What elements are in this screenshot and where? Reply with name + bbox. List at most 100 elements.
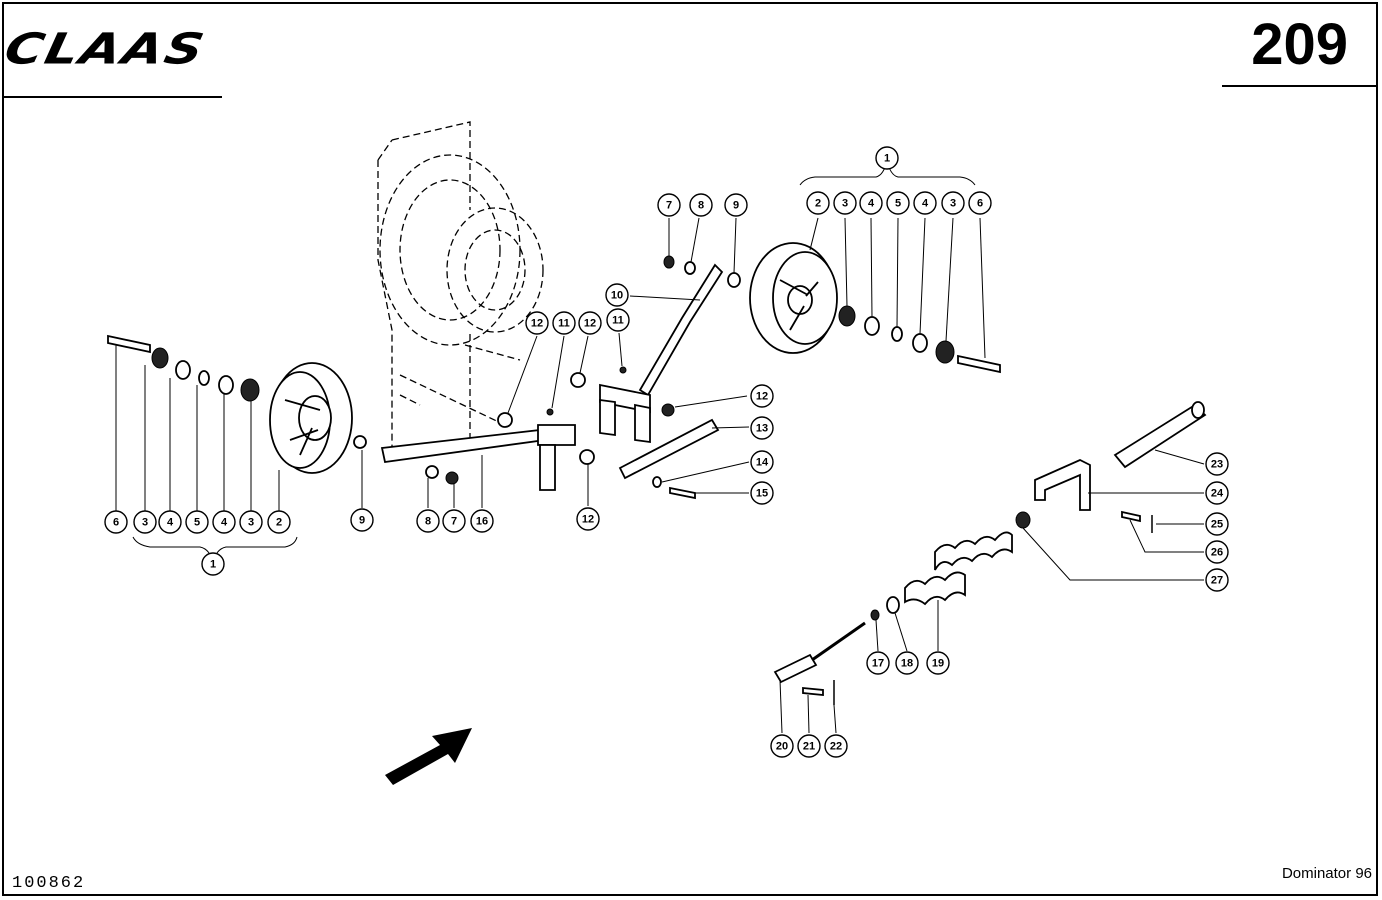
callout-top-7: 7 <box>657 193 681 217</box>
callout-circle <box>750 481 774 505</box>
callout-circle <box>968 191 992 215</box>
callout-circle <box>875 146 899 170</box>
callout-mid-7: 7 <box>442 509 466 533</box>
callout-circle <box>1205 512 1229 536</box>
callout-left-5: 5 <box>185 510 209 534</box>
callout-label: 21 <box>803 741 815 753</box>
callout-circle <box>750 416 774 440</box>
callout-label: 27 <box>1211 575 1223 587</box>
callout-top-9: 9 <box>724 193 748 217</box>
callout-right-4a: 4 <box>859 191 883 215</box>
callout-right-3a: 3 <box>833 191 857 215</box>
callout-label: 18 <box>901 658 913 670</box>
callout-circle <box>1205 481 1229 505</box>
callout-circle <box>657 193 681 217</box>
callout-spr-24: 24 <box>1205 481 1229 505</box>
callout-circle <box>750 384 774 408</box>
callout-label: 9 <box>733 200 739 212</box>
callout-label: 11 <box>558 318 570 330</box>
callout-circle <box>133 510 157 534</box>
callout-spr-20: 20 <box>770 734 794 758</box>
callout-right-6: 6 <box>968 191 992 215</box>
callout-circle <box>926 651 950 675</box>
top-fasteners <box>663 255 741 288</box>
callout-label: 10 <box>611 290 623 302</box>
callout-label: 12 <box>531 318 543 330</box>
callout-circle <box>185 510 209 534</box>
callout-label: 3 <box>248 517 254 529</box>
callout-circle <box>104 510 128 534</box>
callout-right-3b: 3 <box>941 191 965 215</box>
callout-circle <box>859 191 883 215</box>
callout-right-2: 2 <box>806 191 830 215</box>
callout-left-3a: 3 <box>133 510 157 534</box>
callout-label: 9 <box>359 515 365 527</box>
callout-label: 17 <box>872 658 884 670</box>
lever-arm <box>570 263 724 444</box>
callout-label: 15 <box>756 488 768 500</box>
callout-spr-18: 18 <box>895 651 919 675</box>
callout-circle <box>824 734 848 758</box>
callout-label: 14 <box>756 457 769 469</box>
callout-right-1: 1 <box>875 146 899 170</box>
callout-mid-13: 13 <box>750 416 774 440</box>
callout-mid-11-b: 11 <box>606 308 630 332</box>
callout-label: 6 <box>113 517 119 529</box>
callout-label: 26 <box>1211 547 1223 559</box>
callout-left-3b: 3 <box>239 510 263 534</box>
callout-label: 3 <box>950 198 956 210</box>
callout-label: 2 <box>276 517 282 529</box>
callout-label: 8 <box>698 200 704 212</box>
direction-arrow-icon <box>385 728 472 785</box>
leader-lines <box>115 159 1205 734</box>
callout-left-4a: 4 <box>158 510 182 534</box>
callout-right-4b: 4 <box>913 191 937 215</box>
left-idler-wheel <box>269 362 353 474</box>
callout-circle <box>724 193 748 217</box>
callout-label: 2 <box>815 198 821 210</box>
callout-label: 4 <box>167 517 174 529</box>
tension-arm <box>380 408 595 491</box>
callout-circle <box>158 510 182 534</box>
callout-label: 12 <box>756 391 768 403</box>
callout-circle <box>1205 568 1229 592</box>
callout-spr-22: 22 <box>824 734 848 758</box>
callout-label: 1 <box>884 153 890 165</box>
spring-assembly <box>773 401 1207 705</box>
callout-spr-19: 19 <box>926 651 950 675</box>
callout-label: 3 <box>842 198 848 210</box>
callout-mid-8: 8 <box>416 509 440 533</box>
callout-mid-16: 16 <box>470 509 494 533</box>
callout-label: 22 <box>830 741 842 753</box>
callout-circle <box>1205 452 1229 476</box>
callout-label: 4 <box>922 198 929 210</box>
right-bearing-stack <box>838 305 1001 374</box>
callout-circle <box>552 311 576 335</box>
callout-circle <box>605 283 629 307</box>
callout-label: 11 <box>612 315 624 327</box>
callout-spr-17: 17 <box>866 651 890 675</box>
callout-label: 20 <box>776 741 788 753</box>
callout-label: 24 <box>1211 488 1224 500</box>
callout-right-5: 5 <box>886 191 910 215</box>
callout-left-4b: 4 <box>212 510 236 534</box>
callout-circle <box>606 308 630 332</box>
callout-top-8: 8 <box>689 193 713 217</box>
callout-circle <box>895 651 919 675</box>
callout-circle <box>833 191 857 215</box>
machine-model: Dominator 96 <box>1281 865 1372 882</box>
callout-circle <box>525 311 549 335</box>
callout-spr-21: 21 <box>797 734 821 758</box>
document-number: 100862 <box>12 874 86 893</box>
callout-left-6: 6 <box>104 510 128 534</box>
callout-label: 25 <box>1211 519 1223 531</box>
callout-label: 5 <box>895 198 901 210</box>
callout-mid-10: 10 <box>605 283 629 307</box>
link-rod <box>618 418 720 500</box>
page-number: 209 <box>1251 12 1348 77</box>
callout-label: 12 <box>584 318 596 330</box>
callout-label: 13 <box>756 423 768 435</box>
callout-circle <box>866 651 890 675</box>
callout-label: 12 <box>582 514 594 526</box>
